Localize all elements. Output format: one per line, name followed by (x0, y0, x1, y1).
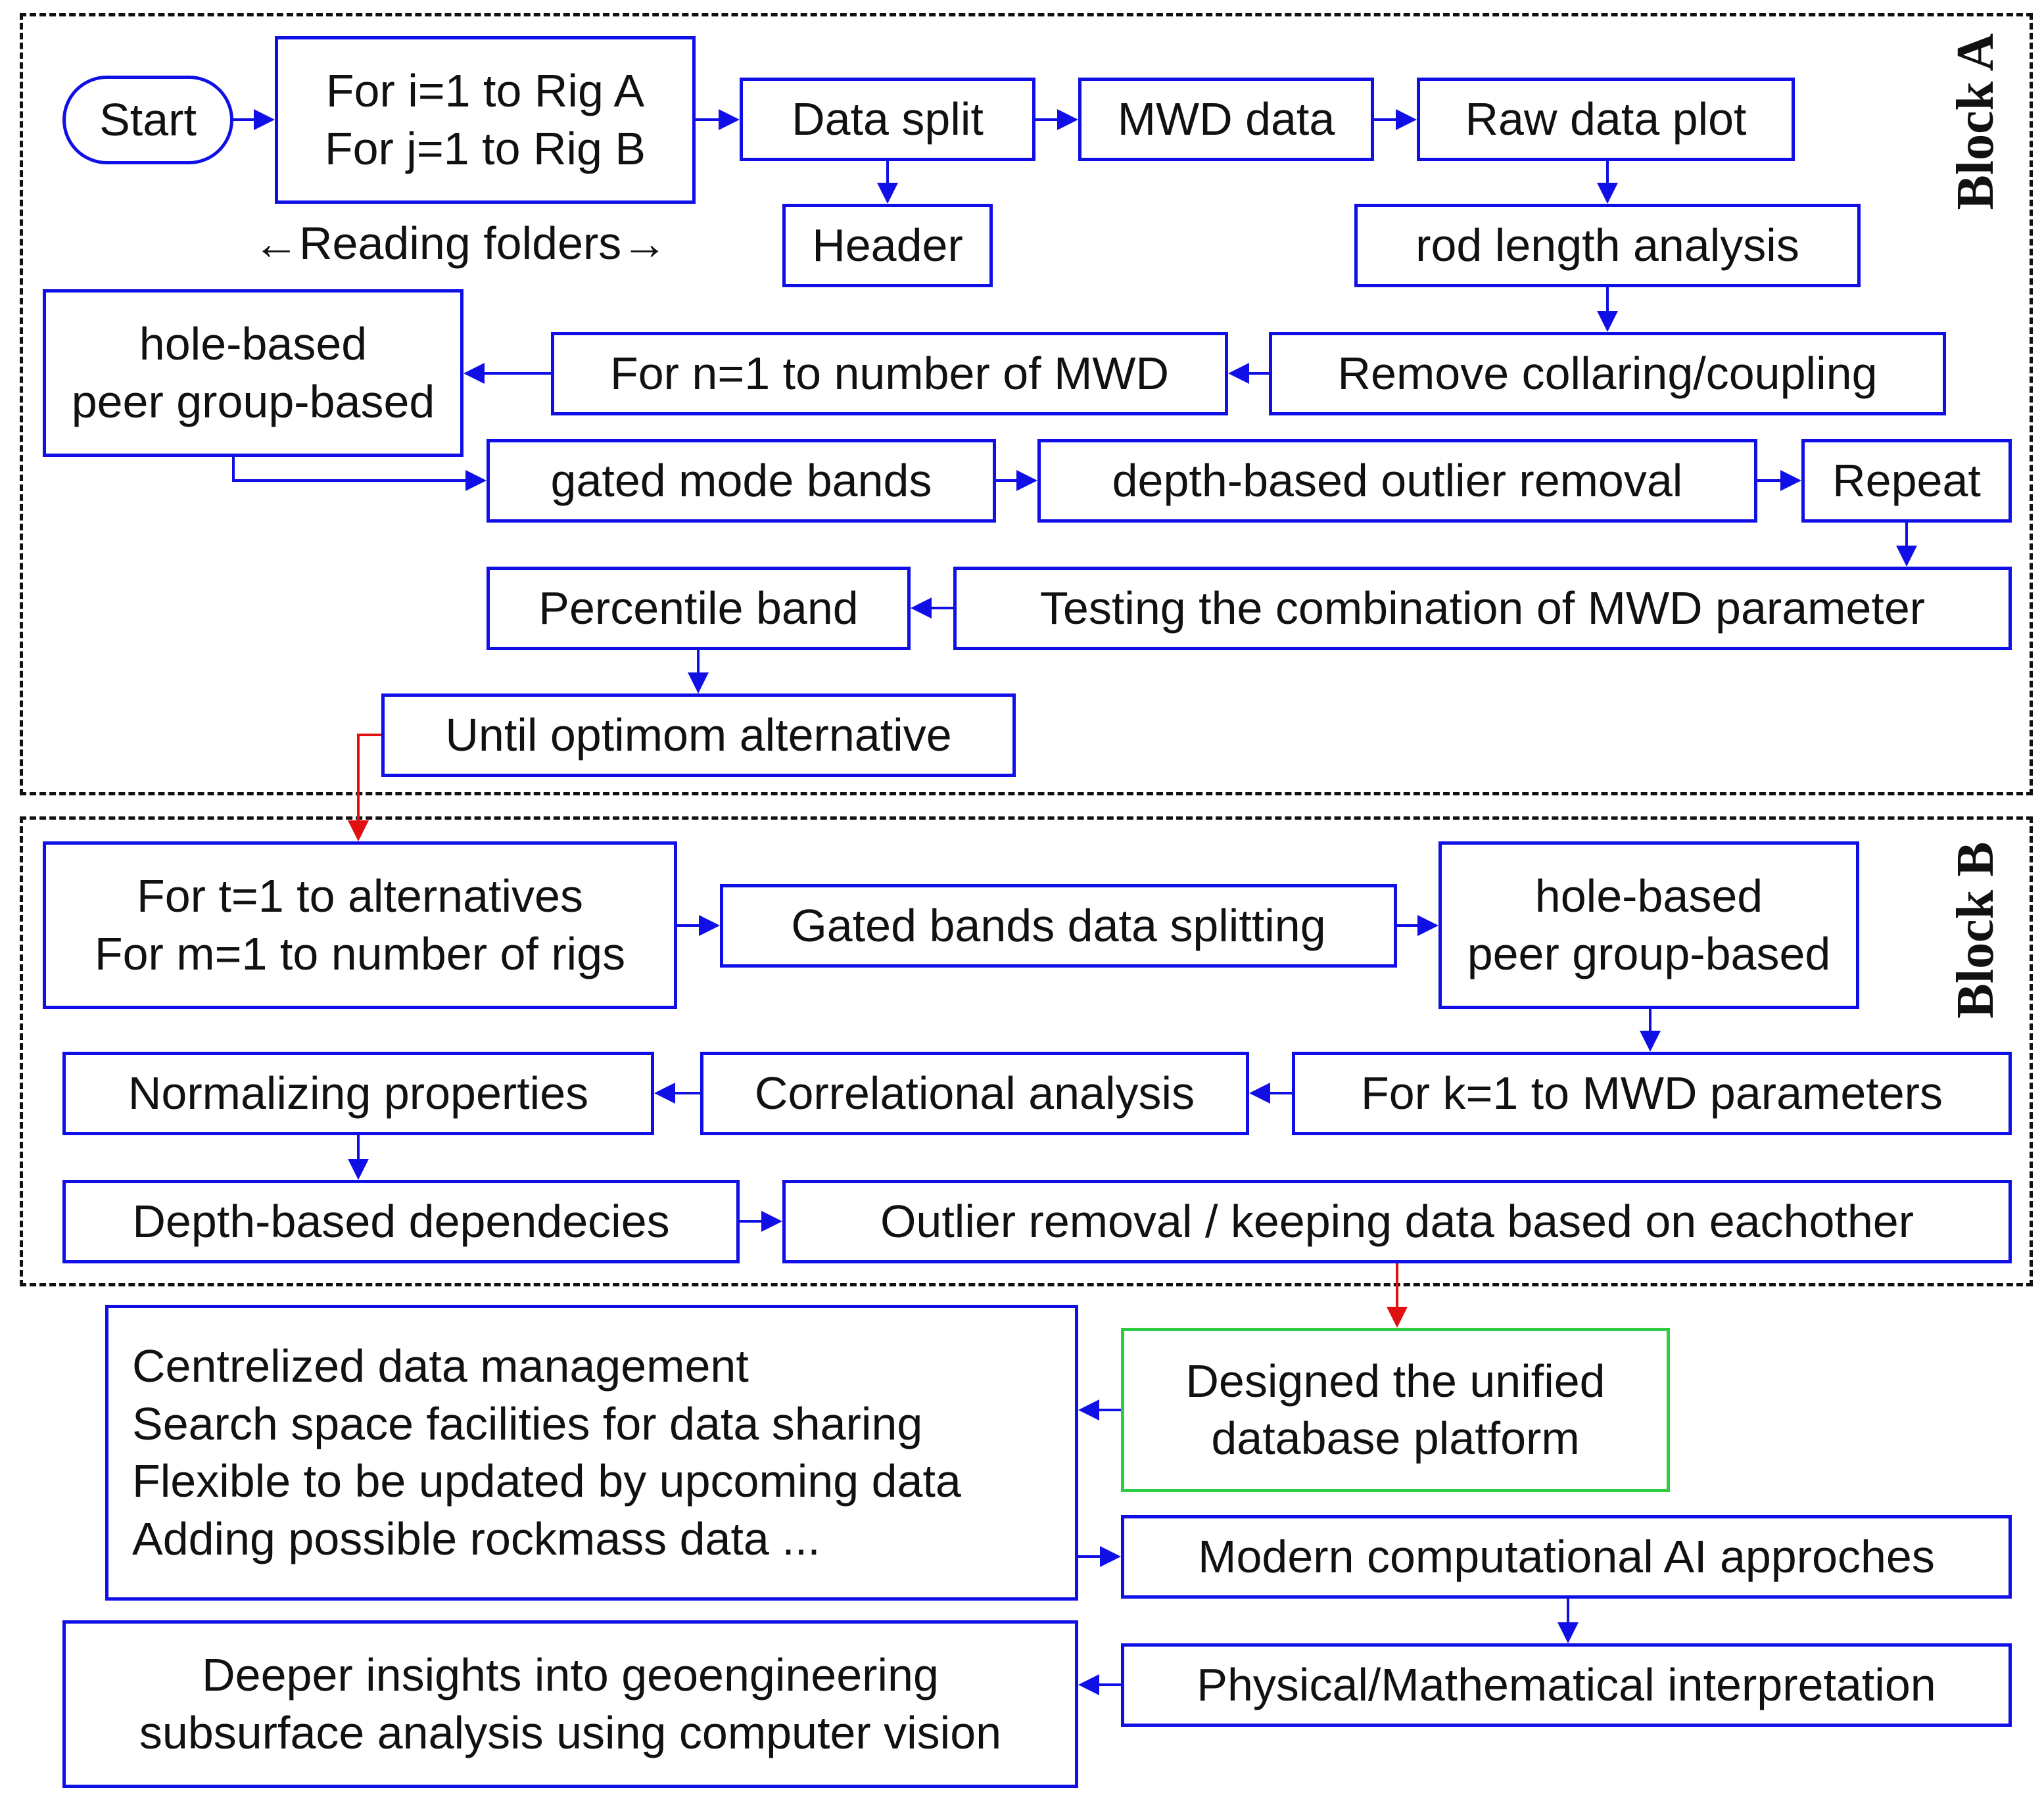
mwd-data-box: MWD data (1078, 78, 1374, 161)
insights-line-1: Deeper insights into geoengineering (202, 1649, 939, 1701)
raw-data-plot-box: Raw data plot (1417, 78, 1795, 161)
until-optimum-label: Until optimom alternative (445, 709, 952, 761)
start-label: Start (99, 93, 197, 145)
grouping-b-line-1: hole-based (1534, 870, 1763, 922)
repeat-box: Repeat (1801, 439, 2012, 523)
normalizing-box: Normalizing properties (62, 1052, 654, 1135)
gated-mode-box: gated mode bands (487, 439, 996, 523)
feature-line-1: Centrelized data management (132, 1340, 749, 1392)
platform-line-1: Designed the unified (1185, 1355, 1605, 1407)
mwd-loop-box: For n=1 to number of MWD (551, 332, 1228, 415)
start-node: Start (62, 76, 233, 164)
features-box: Centrelized data management Search space… (105, 1305, 1078, 1601)
grouping-a-box: hole-based peer group-based (43, 289, 463, 457)
feature-line-2: Search space facilities for data sharing (132, 1397, 923, 1449)
rod-length-label: rod length analysis (1415, 219, 1799, 271)
until-optimum-box: Until optimom alternative (381, 693, 1016, 777)
normalizing-label: Normalizing properties (128, 1067, 589, 1119)
remove-collaring-box: Remove collaring/coupling (1269, 332, 1946, 415)
rig-loop-box: For i=1 to Rig A For j=1 to Rig B (275, 36, 696, 204)
grouping-a-line-1: hole-based (139, 318, 368, 369)
ai-box: Modern computational AI approches (1121, 1515, 2012, 1599)
mwd-loop-label: For n=1 to number of MWD (609, 347, 1169, 399)
alternatives-loop-line-2: For m=1 to number of rigs (94, 927, 626, 979)
rig-loop-line-2: For j=1 to Rig B (324, 122, 646, 174)
arrow-block-a-to-block-b (348, 734, 381, 841)
outlier-keep-box: Outlier removal / keeping data based on … (782, 1180, 2012, 1263)
block-b-frame (20, 816, 2033, 1286)
params-loop-box: For k=1 to MWD parameters (1292, 1052, 2012, 1135)
mwd-data-label: MWD data (1117, 93, 1335, 145)
gated-split-label: Gated bands data splitting (791, 899, 1326, 951)
insights-line-2: subsurface analysis using computer visio… (139, 1706, 1002, 1758)
header-box: Header (782, 204, 993, 287)
insights-box: Deeper insights into geoengineering subs… (62, 1620, 1078, 1788)
depth-outlier-label: depth-based outlier removal (1112, 454, 1683, 506)
header-label: Header (812, 219, 963, 271)
outlier-keep-label: Outlier removal / keeping data based on … (880, 1195, 1914, 1247)
data-split-box: Data split (740, 78, 1035, 161)
correlational-box: Correlational analysis (700, 1052, 1249, 1135)
feature-line-3: Flexible to be updated by upcoming data (132, 1455, 961, 1507)
rig-loop-line-1: For i=1 to Rig A (325, 65, 645, 116)
grouping-b-box: hole-based peer group-based (1438, 841, 1859, 1009)
ai-label: Modern computational AI approches (1198, 1530, 1935, 1582)
platform-line-2: database platform (1211, 1413, 1580, 1464)
repeat-label: Repeat (1832, 454, 1981, 506)
gated-split-box: Gated bands data splitting (720, 884, 1397, 968)
interpretation-label: Physical/Mathematical interpretation (1197, 1658, 1936, 1710)
percentile-label: Percentile band (538, 582, 859, 634)
grouping-b-line-2: peer group-based (1467, 927, 1831, 979)
remove-collaring-label: Remove collaring/coupling (1337, 347, 1878, 399)
alternatives-loop-line-1: For t=1 to alternatives (137, 870, 583, 922)
params-loop-label: For k=1 to MWD parameters (1361, 1067, 1943, 1119)
rod-length-box: rod length analysis (1354, 204, 1861, 287)
alternatives-loop-box: For t=1 to alternatives For m=1 to numbe… (43, 841, 677, 1009)
depth-outlier-box: depth-based outlier removal (1037, 439, 1757, 523)
interpretation-box: Physical/Mathematical interpretation (1121, 1643, 2012, 1727)
depth-dependencies-label: Depth-based dependecies (132, 1195, 670, 1247)
reading-folders-label: ←Reading folders→ (253, 218, 668, 269)
arrow-grouping-to-gated-mode (232, 457, 487, 491)
testing-box: Testing the combination of MWD parameter (953, 567, 2012, 650)
feature-line-4: Adding possible rockmass data ... (132, 1513, 820, 1564)
testing-label: Testing the combination of MWD parameter (1039, 582, 1926, 634)
correlational-label: Correlational analysis (754, 1067, 1195, 1119)
platform-box: Designed the unified database platform (1121, 1328, 1670, 1492)
grouping-a-line-2: peer group-based (71, 375, 435, 427)
depth-dependencies-box: Depth-based dependecies (62, 1180, 740, 1263)
gated-mode-label: gated mode bands (550, 454, 932, 506)
block-a-frame (20, 13, 2033, 795)
percentile-box: Percentile band (487, 567, 911, 650)
raw-data-plot-label: Raw data plot (1465, 93, 1747, 145)
data-split-label: Data split (792, 93, 984, 145)
